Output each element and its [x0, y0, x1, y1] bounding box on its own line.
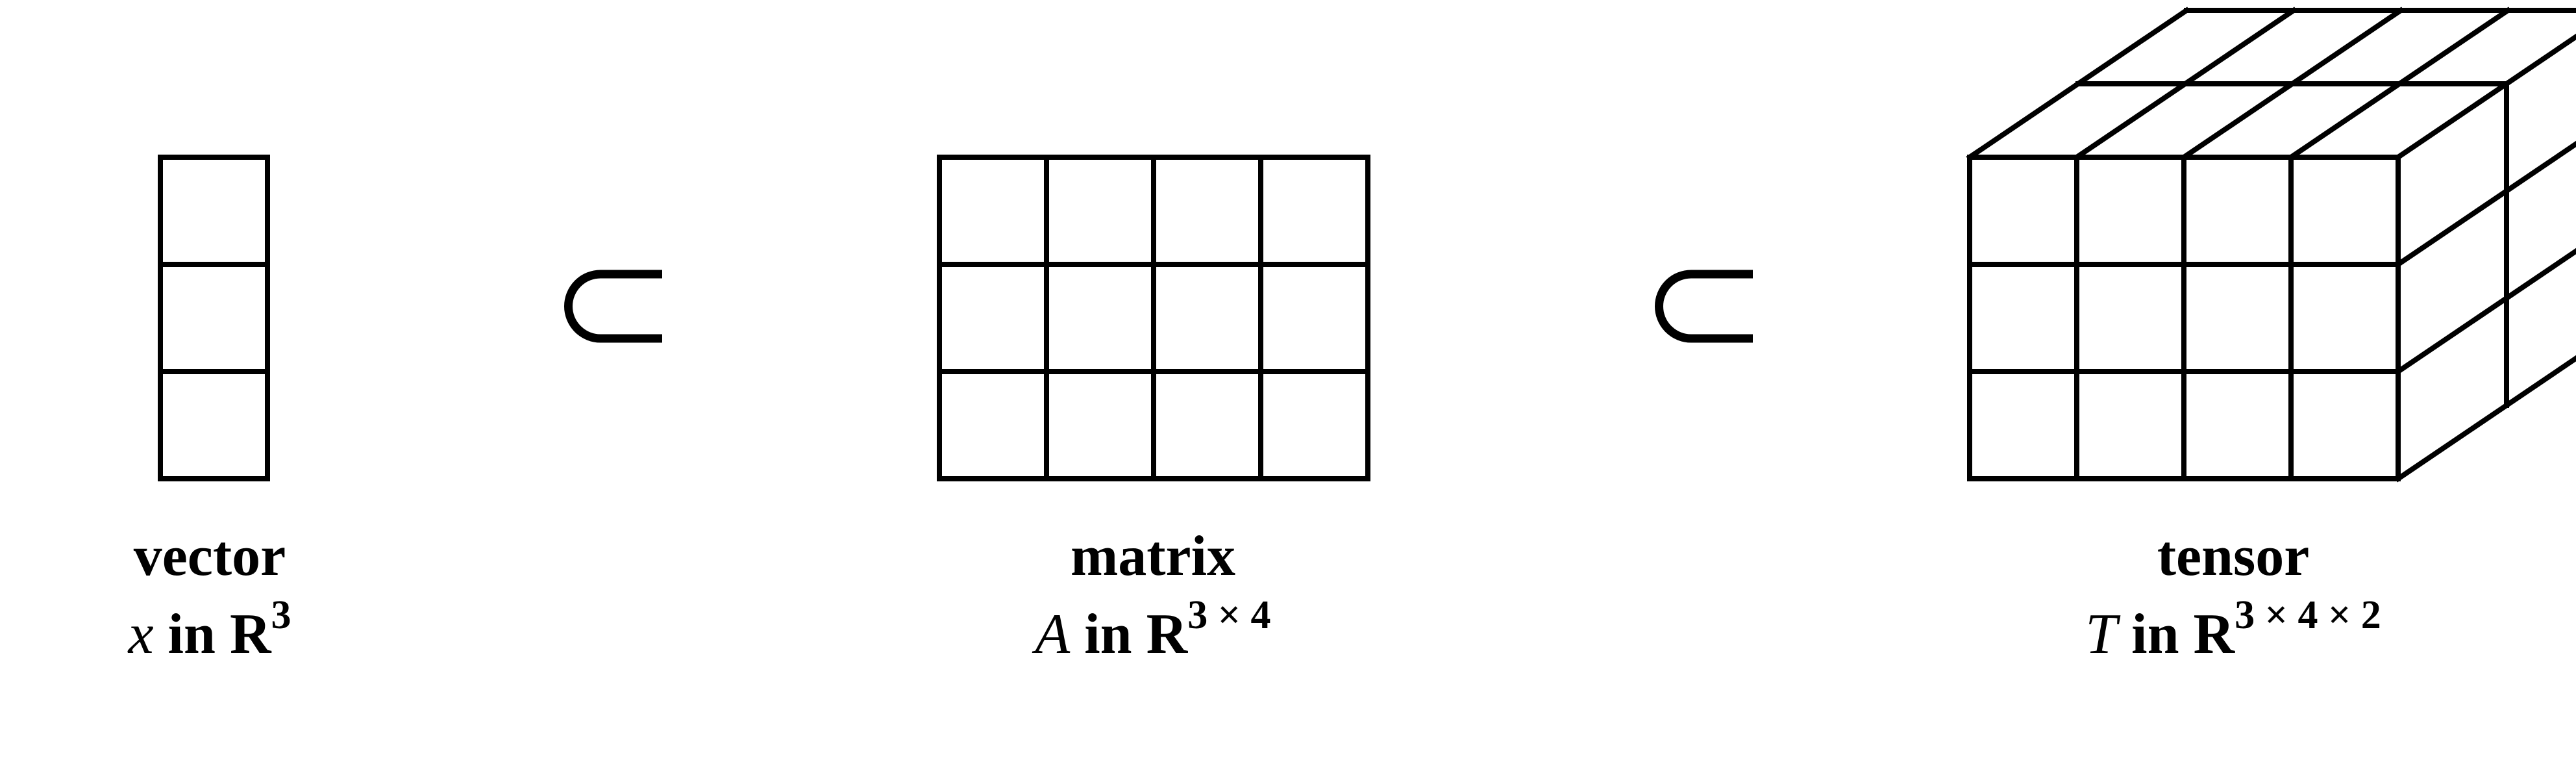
tensor-label: tensor — [2157, 525, 2310, 588]
tensor-dims: 3 × 4 × 2 — [2235, 593, 2381, 637]
tensor-notation: T in R3 × 4 × 2 — [2085, 593, 2381, 666]
tensor-cube — [1966, 6, 2576, 483]
vector-in: in — [154, 603, 230, 666]
matrix-space: R — [1146, 603, 1189, 666]
matrix-notation: A in R3 × 4 — [1032, 593, 1270, 666]
vector-space: R — [230, 603, 272, 666]
matrix-grid — [937, 155, 1370, 481]
tensor-space: R — [2194, 603, 2236, 666]
subset-symbol-1 — [564, 270, 662, 343]
matrix-label: matrix — [1071, 525, 1235, 588]
vector-grid — [158, 155, 270, 481]
matrix-symbol: A — [1032, 603, 1071, 666]
vector-symbol: x — [127, 603, 153, 666]
subset-symbol-2 — [1655, 270, 1753, 343]
vector-dims: 3 — [271, 593, 291, 637]
matrix-in: in — [1070, 603, 1146, 666]
tensor-symbol: T — [2085, 603, 2121, 666]
matrix-dims: 3 × 4 — [1187, 593, 1270, 637]
vector-notation: x in R3 — [127, 593, 291, 666]
vector-label: vector — [134, 525, 286, 588]
tensor-in: in — [2117, 603, 2193, 666]
